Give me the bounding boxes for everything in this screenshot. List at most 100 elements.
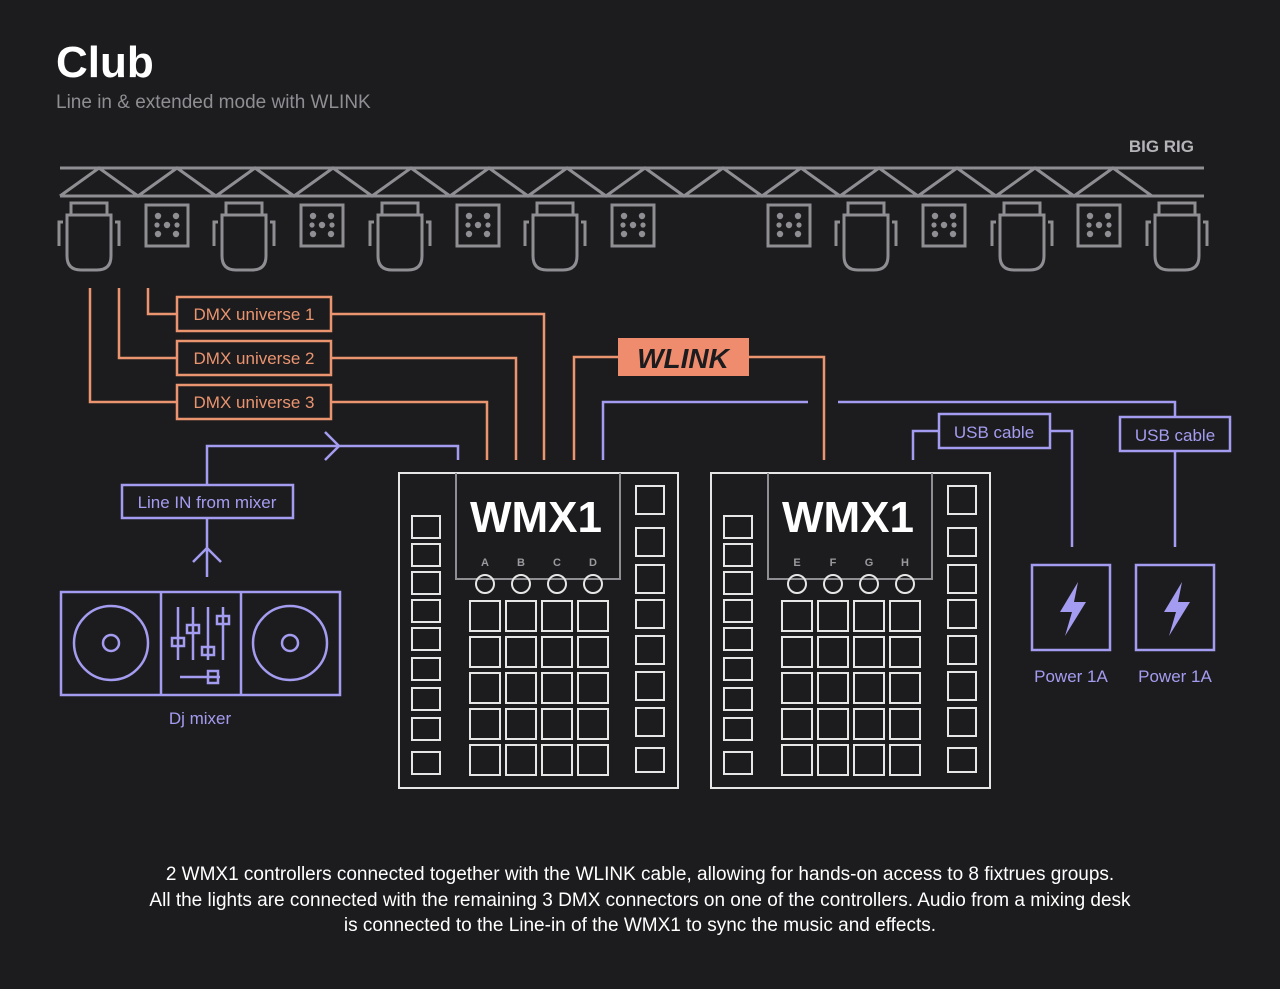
knob-icon[interactable]	[895, 574, 915, 594]
side-button[interactable]	[635, 485, 665, 515]
pad-button[interactable]	[505, 708, 537, 740]
side-button[interactable]	[723, 717, 753, 741]
side-button[interactable]	[411, 657, 441, 681]
pad-button[interactable]	[817, 708, 849, 740]
side-button[interactable]	[411, 687, 441, 711]
side-button[interactable]	[947, 707, 977, 737]
dmx-2-cable-out	[332, 356, 518, 460]
side-button[interactable]	[723, 599, 753, 623]
pad-button[interactable]	[781, 672, 813, 704]
side-button[interactable]	[723, 571, 753, 595]
pad-button[interactable]	[853, 600, 885, 632]
pad-button[interactable]	[577, 744, 609, 776]
moving-head-icon	[57, 201, 121, 272]
knob-icon[interactable]	[859, 574, 879, 594]
pad-button[interactable]	[469, 600, 501, 632]
dmx-universe-3-label: DMX universe 3	[175, 383, 333, 421]
pad-button[interactable]	[817, 600, 849, 632]
pad-button[interactable]	[541, 672, 573, 704]
pad-button[interactable]	[889, 672, 921, 704]
side-button[interactable]	[635, 747, 665, 773]
wlink-badge: WLINK	[618, 338, 749, 376]
led-par-icon	[610, 203, 656, 248]
knob-label: F	[830, 557, 837, 569]
pad-button[interactable]	[853, 672, 885, 704]
pad-button[interactable]	[505, 744, 537, 776]
side-button[interactable]	[635, 635, 665, 665]
pad-button[interactable]	[541, 708, 573, 740]
pad-button[interactable]	[853, 708, 885, 740]
knob-icon[interactable]	[787, 574, 807, 594]
pad-button[interactable]	[889, 600, 921, 632]
moving-head-icon	[1145, 201, 1209, 272]
pad-button[interactable]	[469, 708, 501, 740]
truss	[59, 166, 1204, 198]
side-button[interactable]	[411, 717, 441, 741]
pad-button[interactable]	[817, 672, 849, 704]
pad-button[interactable]	[469, 744, 501, 776]
pad-button[interactable]	[505, 672, 537, 704]
side-button[interactable]	[947, 599, 977, 629]
knob-icon[interactable]	[823, 574, 843, 594]
side-button[interactable]	[411, 627, 441, 651]
pad-button[interactable]	[817, 744, 849, 776]
caption: 2 WMX1 controllers connected together wi…	[40, 862, 1240, 939]
pad-button[interactable]	[781, 600, 813, 632]
side-button[interactable]	[723, 543, 753, 567]
pad-button[interactable]	[853, 744, 885, 776]
side-button[interactable]	[947, 635, 977, 665]
pad-button[interactable]	[505, 636, 537, 668]
pad-button[interactable]	[577, 708, 609, 740]
side-button[interactable]	[947, 485, 977, 515]
side-button[interactable]	[723, 657, 753, 681]
side-button[interactable]	[635, 527, 665, 557]
pad-button[interactable]	[505, 600, 537, 632]
side-button[interactable]	[723, 751, 753, 775]
pad-button[interactable]	[577, 636, 609, 668]
pad-button[interactable]	[781, 744, 813, 776]
side-button[interactable]	[411, 543, 441, 567]
knob-icon[interactable]	[583, 574, 603, 594]
dj-mixer-label: Dj mixer	[169, 709, 232, 728]
pad-button[interactable]	[469, 672, 501, 704]
side-button[interactable]	[411, 751, 441, 775]
knob-icon[interactable]	[475, 574, 495, 594]
pad-button[interactable]	[817, 636, 849, 668]
caption-line-2: All the lights are connected with the re…	[149, 889, 1131, 911]
pad-button[interactable]	[781, 708, 813, 740]
side-button[interactable]	[635, 564, 665, 594]
pad-button[interactable]	[577, 672, 609, 704]
knob-label: H	[901, 557, 909, 569]
pad-button[interactable]	[541, 600, 573, 632]
pad-button[interactable]	[541, 636, 573, 668]
moving-head-icon	[212, 201, 276, 272]
dmx-3-cable	[88, 288, 176, 404]
dmx-universe-2-label: DMX universe 2	[175, 339, 333, 377]
led-par-icon	[921, 203, 967, 248]
knob-icon[interactable]	[547, 574, 567, 594]
side-button[interactable]	[635, 707, 665, 737]
pad-button[interactable]	[853, 636, 885, 668]
side-button[interactable]	[723, 515, 753, 539]
side-button[interactable]	[947, 747, 977, 773]
side-button[interactable]	[947, 671, 977, 701]
side-button[interactable]	[723, 627, 753, 651]
pad-button[interactable]	[541, 744, 573, 776]
side-button[interactable]	[723, 687, 753, 711]
pad-button[interactable]	[781, 636, 813, 668]
side-button[interactable]	[947, 564, 977, 594]
pad-button[interactable]	[577, 600, 609, 632]
side-button[interactable]	[411, 515, 441, 539]
side-button[interactable]	[635, 599, 665, 629]
side-button[interactable]	[411, 571, 441, 595]
side-button[interactable]	[411, 599, 441, 623]
side-button[interactable]	[947, 527, 977, 557]
pad-button[interactable]	[889, 636, 921, 668]
pad-button[interactable]	[469, 636, 501, 668]
pad-button[interactable]	[889, 744, 921, 776]
side-button[interactable]	[635, 671, 665, 701]
faders-icon	[170, 607, 231, 685]
knob-icon[interactable]	[511, 574, 531, 594]
pad-button[interactable]	[889, 708, 921, 740]
